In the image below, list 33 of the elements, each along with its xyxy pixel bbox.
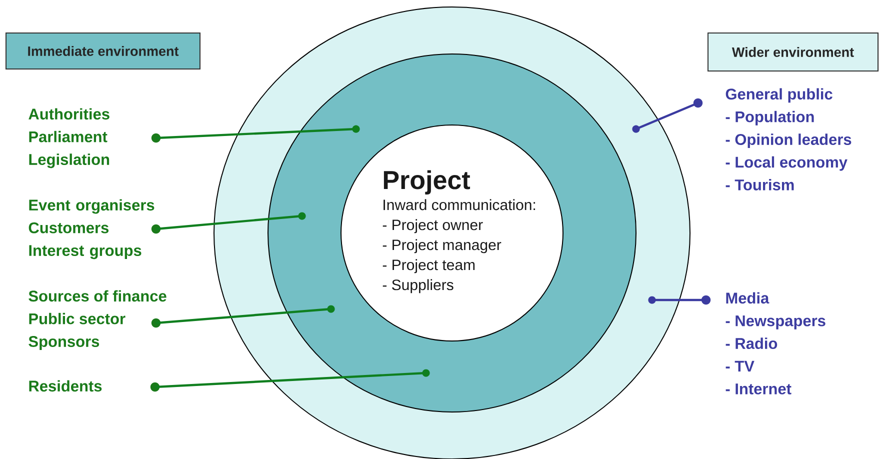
leader-line (154, 369, 430, 388)
stakeholder-list: General public - Population - Opinion leaders - Local economy - Tourism (693, 88, 852, 190)
leader-line (648, 296, 706, 304)
leader-line (156, 125, 360, 140)
node-label: - Tourism (726, 179, 794, 190)
leader-line (156, 305, 335, 324)
node-label: Sponsors (28, 336, 100, 350)
header-box: Immediate environment (6, 32, 200, 70)
header-box: Wider environment (708, 32, 878, 72)
stakeholder-list: Authorities Parliament Legislation (28, 108, 161, 168)
node-label: Sources of finance (28, 290, 166, 302)
node-label: Public sector (29, 312, 126, 324)
node-label: General public (726, 88, 832, 103)
node-label: - Local economy (726, 156, 848, 171)
stakeholder-list: Media - Newspapers - Radio - TV - Internet (701, 292, 826, 394)
node-label: - Radio (726, 338, 778, 349)
node-label: Media (726, 292, 770, 304)
node-label: Legislation (29, 154, 110, 168)
node-label: Customers (28, 222, 109, 234)
stakeholder-list: Residents (29, 380, 160, 392)
node-label: - Opinion leaders (726, 134, 852, 148)
node-label: Parliament (29, 130, 108, 142)
node-label: Residents (29, 380, 102, 392)
node-label: - Newspapers (726, 315, 826, 330)
stakeholder-list: Sources of finance Public sector Sponsors (28, 290, 166, 350)
node-label: Authorities (28, 108, 110, 120)
node-label: Event organisers (29, 199, 154, 214)
node-label: Interest groups (29, 245, 142, 260)
node-label: - Internet (726, 384, 792, 394)
leader-line (156, 212, 306, 230)
node-label: - TV (726, 360, 754, 372)
node-label: - Population (726, 110, 814, 126)
stakeholder-list: Event organisers Customers Interest groups (28, 199, 161, 260)
